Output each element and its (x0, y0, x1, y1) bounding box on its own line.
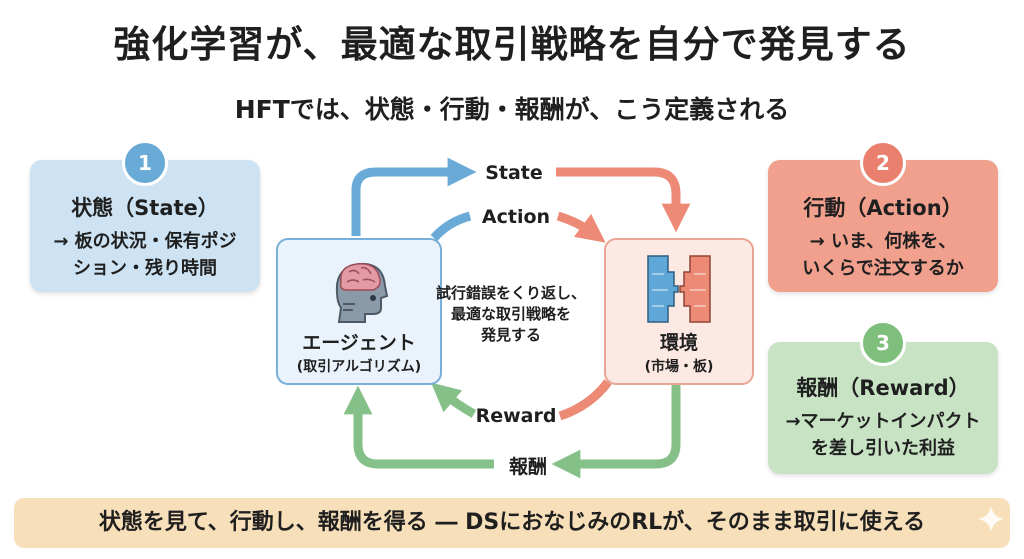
reward-arrow-green (431, 382, 477, 418)
state-card: 状態（State） → 板の状況・保有ポジ ション・残り時間 (30, 160, 260, 292)
reward-number-badge: 3 (860, 320, 906, 366)
action-arrow-red (556, 211, 606, 243)
center-caption: 試行錯誤をくり返し、 最適な取引戦略を 発見する (422, 283, 600, 346)
state-number-badge: 1 (122, 140, 168, 186)
center-caption-line3: 発見する (480, 326, 541, 344)
action-number-badge: 2 (860, 140, 906, 186)
sparkle-icon (978, 506, 1004, 532)
environment-node: 環境 (市場・板) (604, 238, 754, 385)
agent-subtitle: (取引アルゴリズム) (296, 359, 422, 375)
environment-title: 環境 (659, 332, 698, 354)
reward-jp-arrow-right (551, 384, 681, 479)
action-card-title: 行動（Action） (803, 196, 963, 220)
action-arrow-label: Action (481, 206, 551, 228)
reward-card-title: 報酬（Reward） (796, 376, 970, 400)
page-subtitle: HFTでは、状態・行動・報酬が、こう定義される (234, 95, 790, 124)
action-card-body-line2: いくらで注文するか (802, 258, 964, 279)
action-card-body-line1: → いま、何株を、 (809, 231, 957, 252)
state-arrow-red (556, 167, 691, 233)
bottom-banner: 状態を見て、行動し、報酬を得る ― DSにおなじみのRLが、そのまま取引に使える (14, 498, 1010, 548)
page-title: 強化学習が、最適な取引戦略を自分で発見する (113, 23, 911, 66)
robot-brain-icon (335, 262, 389, 323)
order-book-icon (647, 255, 711, 323)
state-card-title: 状態（State） (71, 196, 219, 220)
reward-jp-arrow-left (343, 385, 494, 469)
state-card-body-line1: → 板の状況・保有ポジ (53, 231, 237, 252)
reward-card: 報酬（Reward） →マーケットインパクト を差し引いた利益 (768, 342, 998, 474)
reward-arrow-red (558, 379, 612, 421)
state-card-body-line2: ション・残り時間 (73, 258, 217, 279)
reward-arrow-label: Reward (475, 405, 557, 427)
center-caption-line2: 最適な取引戦略を (450, 305, 571, 323)
agent-title: エージェント (302, 332, 416, 354)
action-arrow-blue (430, 211, 472, 242)
reward-jp-arrow-label: 報酬 (508, 456, 547, 478)
state-arrow-label: State (485, 162, 543, 184)
center-caption-line1: 試行錯誤をくり返し、 (435, 284, 586, 302)
reward-card-body-line1: →マーケットインパクト (785, 411, 981, 432)
environment-subtitle: (市場・板) (644, 359, 714, 375)
reward-card-body-line2: を差し引いた利益 (811, 438, 955, 459)
state-arrow-blue (351, 157, 477, 236)
agent-node: エージェント (取引アルゴリズム) (276, 238, 442, 385)
